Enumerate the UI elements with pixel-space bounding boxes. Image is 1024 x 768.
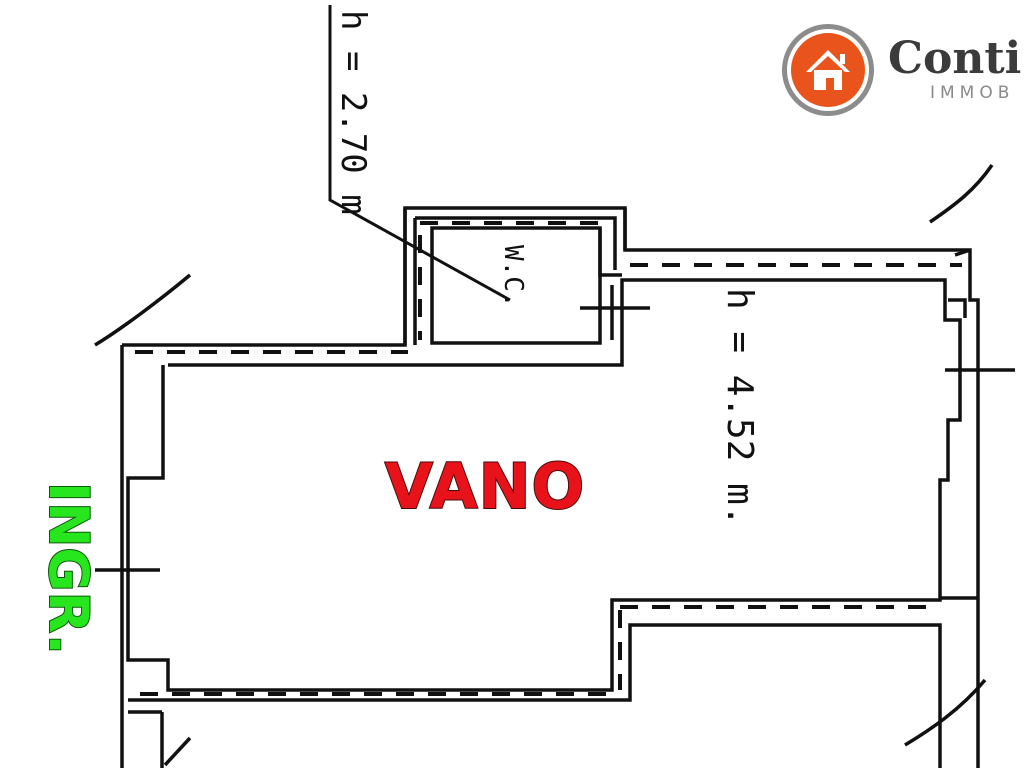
wc-height-label: h = 2.70 m [333,10,373,215]
wc-wall-outer [403,208,627,345]
house-icon [806,50,850,90]
door-tick-wc [580,285,650,340]
wc-room [430,226,602,345]
inner-wall [126,278,962,692]
room-label: VANO [385,450,585,523]
wall-break-bottom-right [904,678,987,747]
wc-label: W.C. [498,245,528,308]
entrance-label: INGR. [37,482,100,655]
ceiling-height-label: h = 4.52 m. [719,288,760,526]
lower-outer-wall [128,623,942,768]
wall-dashes [135,221,962,696]
wall-break-top-left [94,273,192,347]
wc-height-leader [328,5,511,302]
plan-walls [94,164,1015,768]
wall-break-top-right [929,164,994,257]
wc-partition [413,216,617,345]
brand-logo: Conti IMMOB [782,24,1021,116]
lower-wall-step [128,710,164,768]
brand-name: Conti [888,33,1021,84]
brand-subtitle: IMMOB [930,83,1014,103]
wall-step-right [948,298,967,318]
wall-break-bottom-left [163,736,192,767]
